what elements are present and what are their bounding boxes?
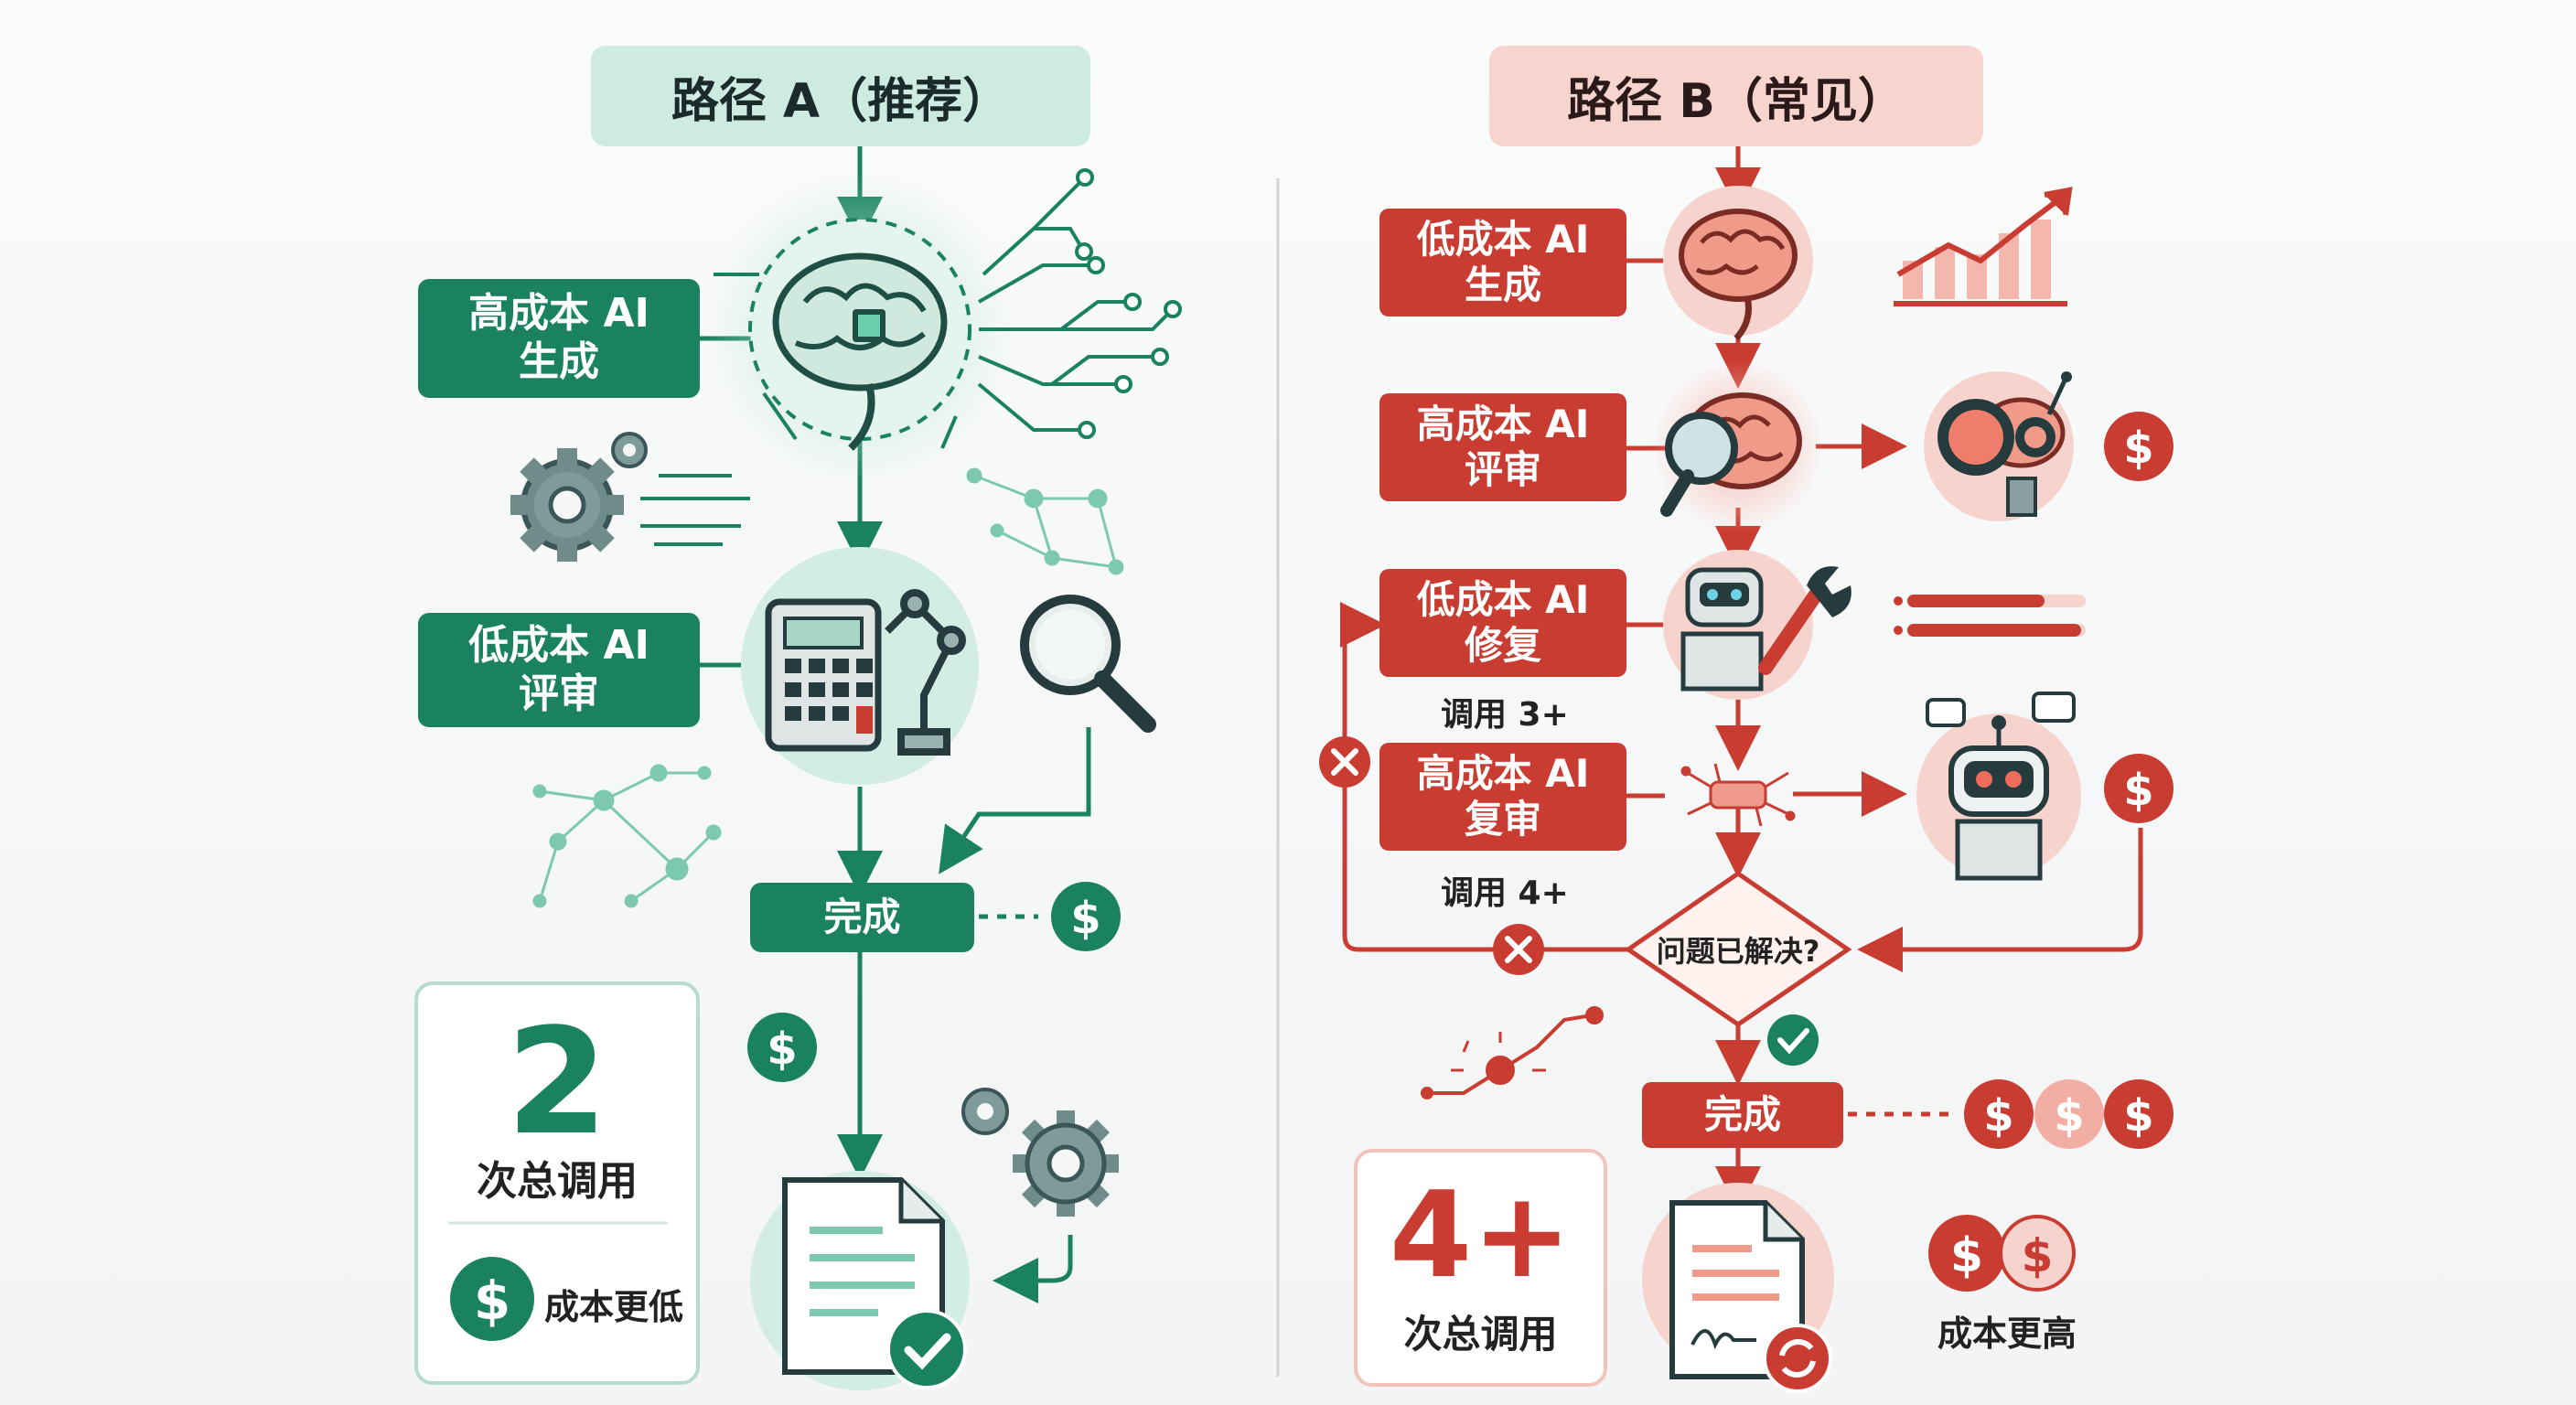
svg-text:$: $ [2022, 1229, 2054, 1282]
svg-text:$: $ [1070, 893, 1100, 944]
path-a-call-count: 2 [506, 996, 608, 1167]
svg-text:$: $ [767, 1024, 797, 1075]
path-a-done: 完成 [750, 883, 974, 952]
svg-text:$: $ [1950, 1228, 1983, 1283]
svg-text:$: $ [2123, 423, 2153, 474]
decision-label: 问题已解决? [1656, 934, 1820, 969]
robot-icon [1924, 371, 2074, 521]
dollar-icon: $ [2104, 412, 2174, 481]
gear-icon [510, 448, 624, 562]
path-a-step-review: 低成本 AI 评审 [418, 613, 700, 727]
path-b-step-rereview-note: 调用 4+ [1441, 874, 1569, 912]
path-a-title: 路径 A（推荐） [591, 46, 1090, 146]
network-icon [966, 467, 1124, 575]
decision-diamond [1624, 870, 1852, 1028]
path-b-call-label: 次总调用 [1403, 1312, 1558, 1357]
progress-bars [1894, 595, 2086, 637]
summary-card-b [1354, 1149, 1607, 1387]
path-b-done: 完成 [1642, 1082, 1843, 1148]
wrench-icon [1758, 566, 1852, 675]
dollar-icon: $ [2104, 1079, 2174, 1149]
path-b-cost-label: 成本更高 [1937, 1314, 2077, 1354]
path-a-call-label: 次总调用 [477, 1158, 638, 1205]
path-b-call-count: 4+ [1389, 1165, 1572, 1304]
dollar-icon: $ [747, 1013, 817, 1082]
path-a-cost-label: 成本更低 [544, 1287, 684, 1327]
gear-icon [1013, 1110, 1119, 1217]
close-icon [1319, 736, 1370, 788]
magnifier-icon [1020, 595, 1156, 733]
dollar-icon: $ [1999, 1215, 2076, 1292]
path-b-title: 路径 B（常见） [1489, 46, 1983, 146]
circuit-icon [1680, 763, 1796, 827]
brain-icon [704, 174, 1015, 485]
path-b-step-review: 高成本 AI 评审 [1379, 393, 1626, 501]
svg-text:$: $ [2123, 765, 2153, 816]
path-b-step-fix: 低成本 AI 修复 [1379, 569, 1626, 677]
dollar-icon: $ [1928, 1215, 2005, 1292]
brain-icon [1663, 186, 1813, 341]
trend-chart-icon [1421, 1006, 1604, 1099]
robot-arm-icon [885, 589, 966, 756]
svg-text:$: $ [474, 1270, 510, 1332]
close-icon [1493, 924, 1544, 975]
magnifier-icon [1660, 412, 1738, 517]
robot-icon [1916, 692, 2081, 881]
svg-text:$: $ [2123, 1090, 2153, 1142]
refresh-icon [1763, 1324, 1832, 1393]
dollar-icon: $ [1964, 1079, 2034, 1149]
check-icon [1767, 1014, 1819, 1066]
path-b-step-rereview: 高成本 AI 复审 [1379, 743, 1626, 851]
network-icon [532, 764, 722, 908]
dollar-icon: $ [2034, 1079, 2104, 1149]
path-b-step-fix-note: 调用 3+ [1441, 696, 1569, 734]
speed-lines [640, 474, 750, 546]
svg-text:$: $ [1983, 1090, 2013, 1142]
svg-text:$: $ [2054, 1090, 2084, 1142]
dollar-icon: $ [2104, 754, 2174, 823]
path-a-step-generate: 高成本 AI 生成 [418, 279, 700, 398]
gear-icon [961, 1088, 1009, 1135]
gear-icon [611, 432, 648, 468]
circuit-icon [714, 168, 1182, 449]
document-check-icon [750, 1171, 970, 1390]
document-signed-icon [1642, 1183, 1834, 1393]
path-b-step-generate: 低成本 AI 生成 [1379, 209, 1626, 316]
dollar-icon: $ [450, 1257, 534, 1341]
trend-chart-icon [1894, 187, 2073, 306]
dollar-icon: $ [1051, 882, 1121, 951]
